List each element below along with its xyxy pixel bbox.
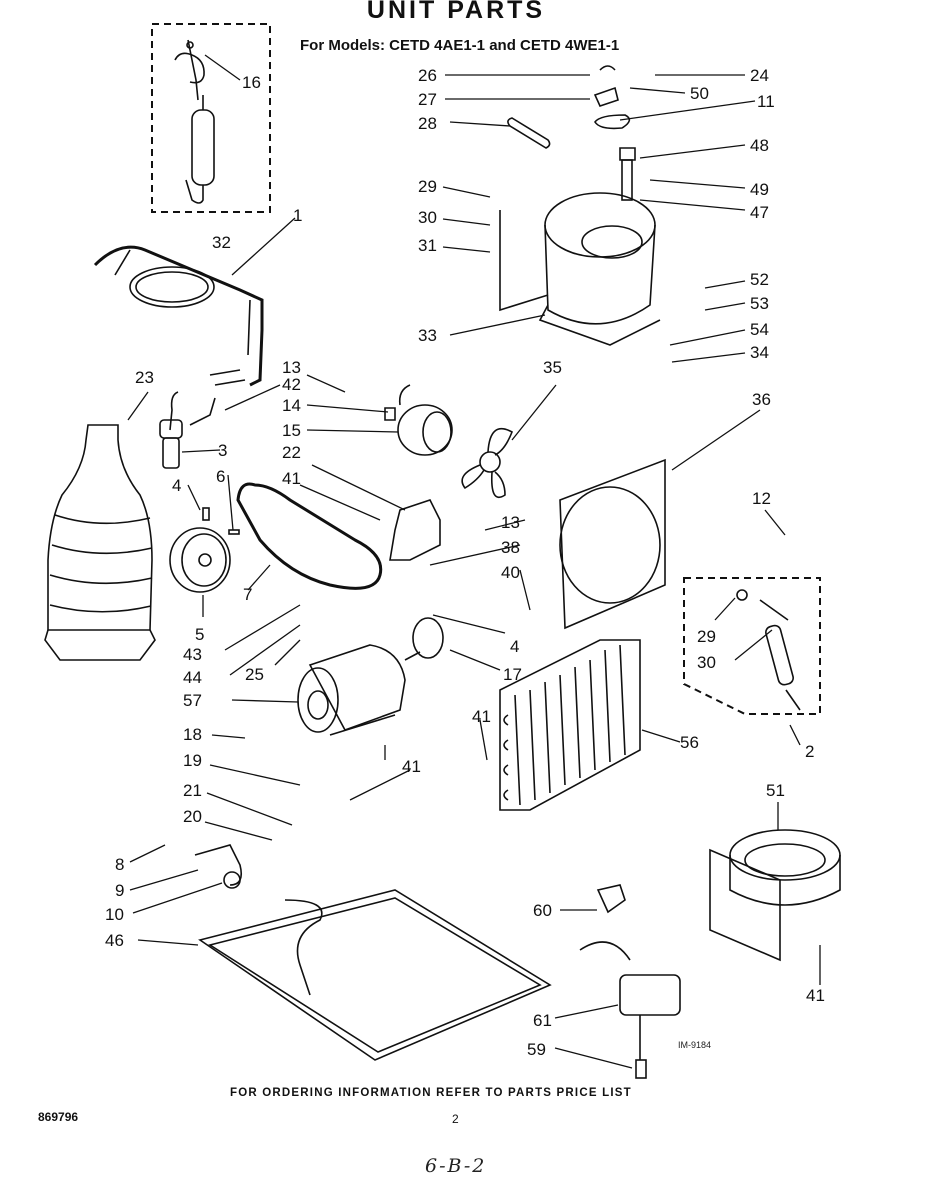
evaporator-coil-icon xyxy=(709,829,841,962)
handwritten-note: 6-B-2 xyxy=(425,1155,487,1177)
callout-25: 25 xyxy=(245,665,264,684)
callout-29-b: 29 xyxy=(697,627,716,646)
callout-26: 26 xyxy=(418,66,437,85)
callout-14: 14 xyxy=(282,396,301,415)
callout-40: 40 xyxy=(501,563,520,582)
drain-fitting-icon xyxy=(194,844,243,889)
callout-19: 19 xyxy=(183,751,202,770)
callout-30-a: 30 xyxy=(418,208,437,227)
callout-51: 51 xyxy=(766,781,785,800)
callout-13-b: 13 xyxy=(501,513,520,532)
callout-41-b: 41 xyxy=(402,757,421,776)
gasket-icon xyxy=(594,114,631,130)
callout-8: 8 xyxy=(115,855,124,874)
callout-11: 11 xyxy=(757,92,775,111)
callout-49: 49 xyxy=(750,180,769,199)
thermostat-icon xyxy=(579,941,681,1079)
callout-27: 27 xyxy=(418,90,437,109)
callout-48: 48 xyxy=(750,136,769,155)
callout-2: 2 xyxy=(805,742,814,761)
callout-7: 7 xyxy=(243,585,252,604)
callout-9: 9 xyxy=(115,881,124,900)
shroud-icon xyxy=(559,458,666,630)
fitting-60-icon xyxy=(596,884,626,914)
callout-13-a: 13 xyxy=(282,358,301,377)
callout-28: 28 xyxy=(418,114,437,133)
drier-assembly-icon xyxy=(174,39,215,204)
callout-35: 35 xyxy=(543,358,562,377)
callout-57: 57 xyxy=(183,691,202,710)
fan-blade-icon xyxy=(461,427,514,499)
callout-20: 20 xyxy=(183,807,202,826)
bracket-icon xyxy=(389,499,441,561)
callout-18: 18 xyxy=(183,725,202,744)
callout-3: 3 xyxy=(218,441,227,460)
callout-41-d: 41 xyxy=(806,986,825,1005)
callout-33: 33 xyxy=(418,326,437,345)
callout-52: 52 xyxy=(750,270,769,289)
callout-38: 38 xyxy=(501,538,520,557)
page-number: 2 xyxy=(452,1112,459,1126)
callout-54: 54 xyxy=(750,320,769,339)
pulley-icon xyxy=(169,507,240,593)
callout-41-a: 41 xyxy=(282,469,301,488)
callout-17: 17 xyxy=(503,665,522,684)
dashed-box-drier-replacement xyxy=(683,577,821,715)
callout-43: 43 xyxy=(183,645,202,664)
callout-32: 32 xyxy=(212,233,231,252)
callout-21: 21 xyxy=(183,781,202,800)
callout-16: 16 xyxy=(242,73,261,92)
belt-icon xyxy=(236,482,383,590)
callout-31: 31 xyxy=(418,236,437,255)
callout-15: 15 xyxy=(282,421,301,440)
callout-24: 24 xyxy=(750,66,769,85)
callout-36: 36 xyxy=(752,390,771,409)
fan-motor-icon xyxy=(384,384,453,456)
dashed-box-drier-assembly xyxy=(151,23,271,213)
illustration-id: IM-9184 xyxy=(678,1040,712,1050)
callout-29-a: 29 xyxy=(418,177,437,196)
blower-motor-icon xyxy=(297,617,444,736)
callout-44: 44 xyxy=(183,668,202,687)
models-subtitle: For Models: CETD 4AE1-1 and CETD 4WE1-1 xyxy=(300,37,620,54)
callout-56: 56 xyxy=(680,733,699,752)
callout-22: 22 xyxy=(282,443,301,462)
callout-46: 46 xyxy=(105,931,124,950)
overload-protector-icon xyxy=(593,65,619,107)
callout-50: 50 xyxy=(690,84,709,103)
callout-23: 23 xyxy=(135,368,154,387)
drier-replacement-icon xyxy=(736,589,801,711)
compressor-shell-icon xyxy=(44,424,156,661)
callout-34: 34 xyxy=(750,343,769,362)
page-title: UNIT PARTS xyxy=(366,0,546,24)
callout-12: 12 xyxy=(752,489,771,508)
callout-5: 5 xyxy=(195,625,204,644)
callout-42: 42 xyxy=(282,375,301,394)
document-number: 869796 xyxy=(38,1110,79,1124)
compressor-icon xyxy=(499,147,661,346)
callout-leaders xyxy=(127,54,821,1069)
callout-53: 53 xyxy=(750,294,769,313)
capillary-tube-icon xyxy=(93,245,264,387)
capacitor-icon xyxy=(507,117,551,149)
callout-10: 10 xyxy=(105,905,124,924)
callout-30-b: 30 xyxy=(697,653,716,672)
callout-41-c: 41 xyxy=(472,707,491,726)
callout-60: 60 xyxy=(533,901,552,920)
base-pan-icon xyxy=(198,889,552,1061)
ordering-note: FOR ORDERING INFORMATION REFER TO PARTS … xyxy=(230,1087,632,1099)
condenser-coil-icon xyxy=(499,639,641,811)
callout-61: 61 xyxy=(533,1011,552,1030)
callout-4-a: 4 xyxy=(172,476,181,495)
callout-1: 1 xyxy=(293,206,302,225)
callout-4-b: 4 xyxy=(510,637,519,656)
callout-6: 6 xyxy=(216,467,225,486)
valve-icon xyxy=(159,391,216,469)
callout-47: 47 xyxy=(750,203,769,222)
callout-59: 59 xyxy=(527,1040,546,1059)
callout-numbers: 16 32 1 23 13 42 14 15 22 3 6 4 41 7 5 4… xyxy=(105,66,825,1059)
